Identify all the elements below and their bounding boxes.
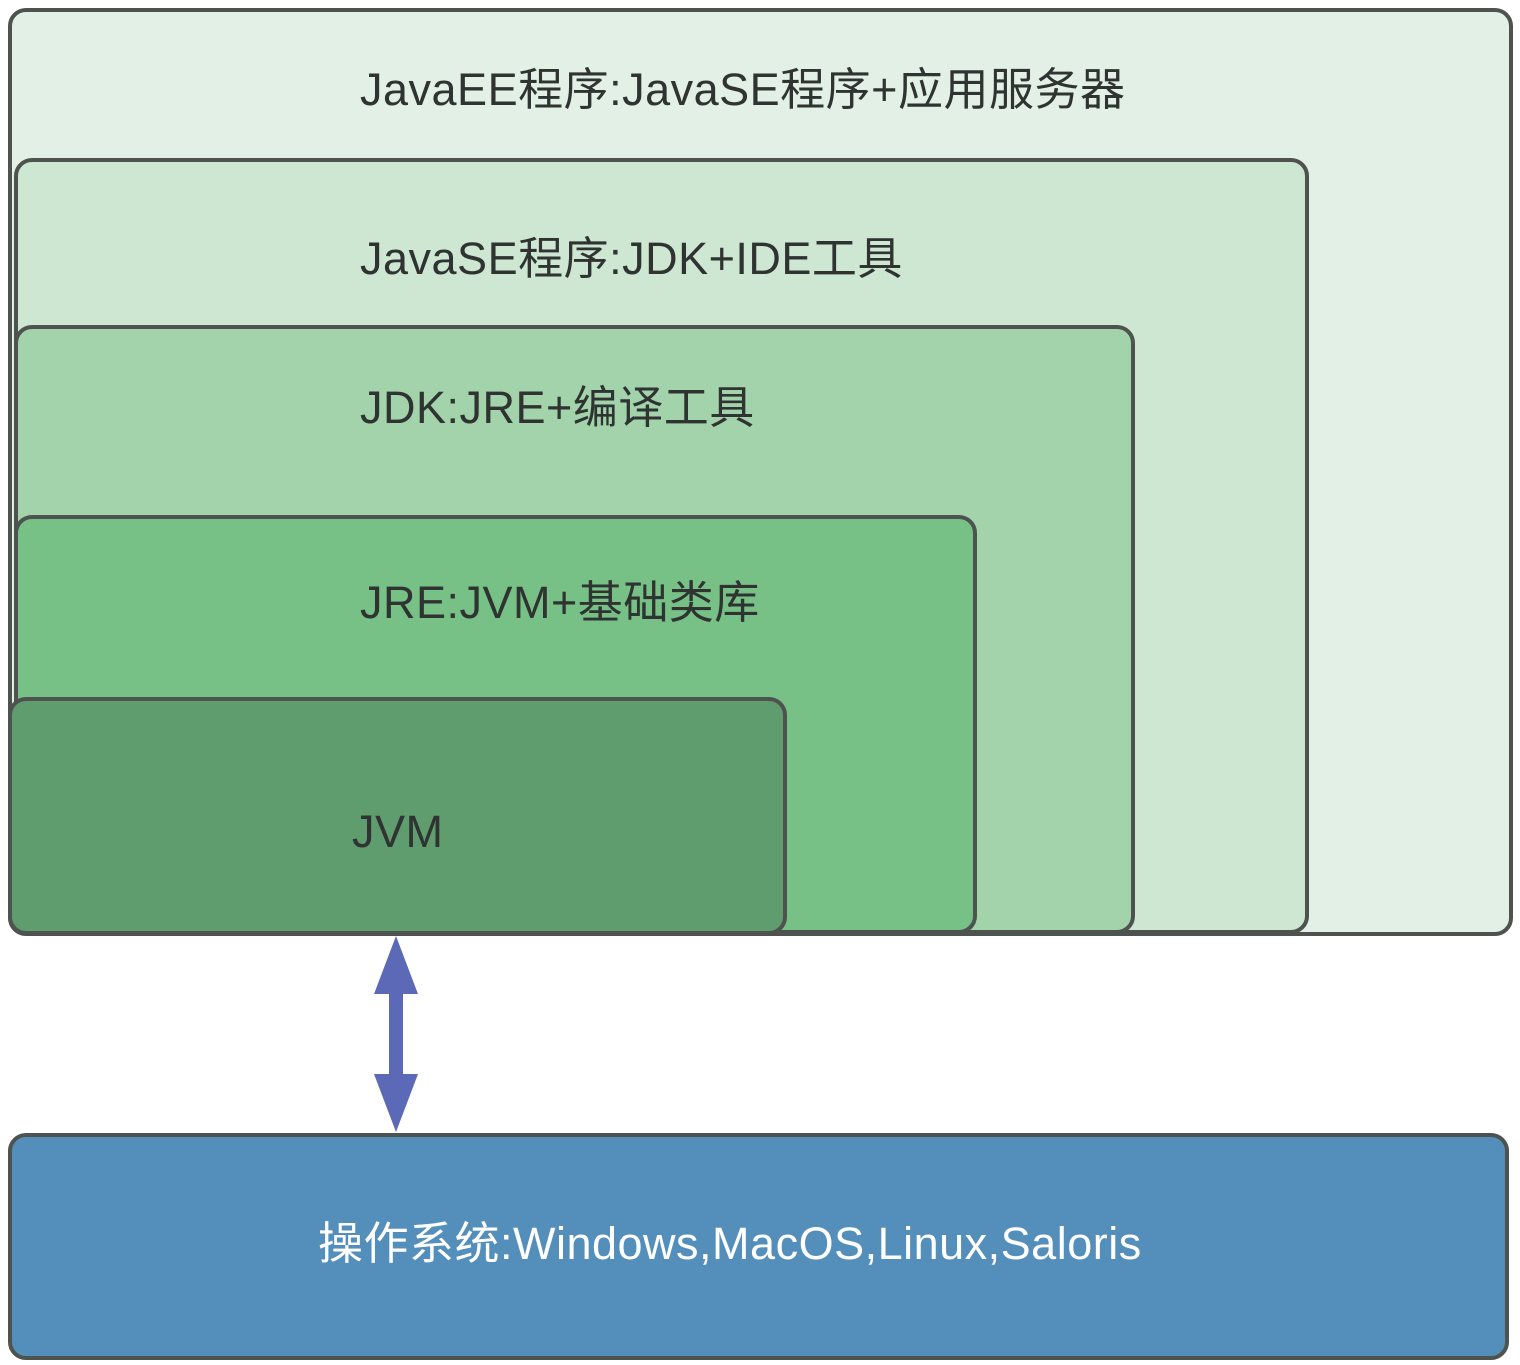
layer-label-jre: JRE:JVM+基础类库 <box>360 577 760 628</box>
bidirectional-arrow-shape <box>374 936 418 1132</box>
layer-label-javase: JavaSE程序:JDK+IDE工具 <box>360 233 903 284</box>
os-box <box>8 1133 1509 1360</box>
layer-label-jvm: JVM <box>352 806 444 857</box>
layer-box-jvm <box>8 697 787 935</box>
bidirectional-arrow-icon <box>374 936 418 1132</box>
os-label: 操作系统:Windows,MacOS,Linux,Saloris <box>318 1218 1142 1269</box>
layer-label-jdk: JDK:JRE+编译工具 <box>360 382 755 433</box>
layer-label-javaee: JavaEE程序:JavaSE程序+应用服务器 <box>360 64 1126 115</box>
